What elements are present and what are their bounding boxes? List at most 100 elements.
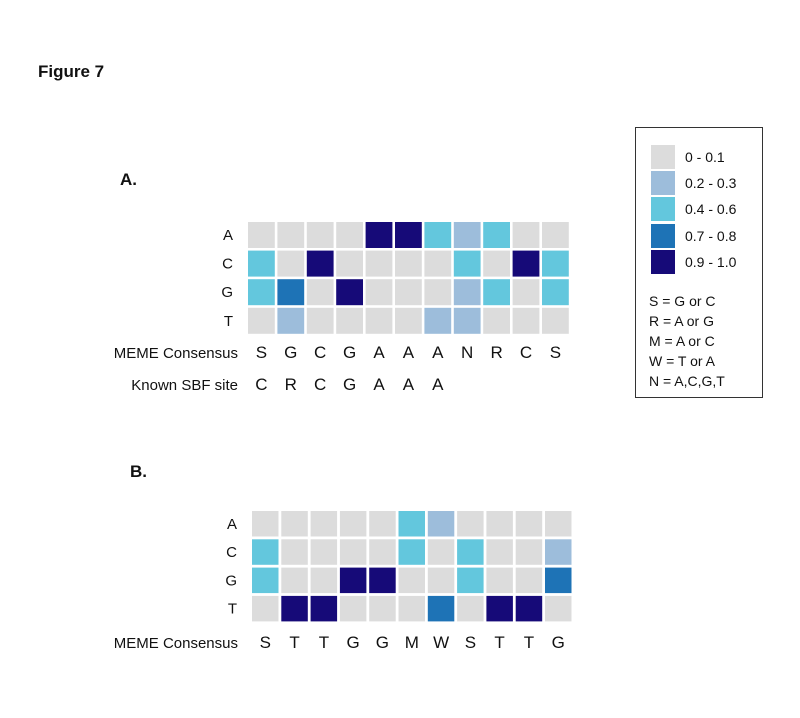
legend-swatch [651,145,675,169]
heatmap-cell [365,279,393,306]
sequence-row-label: Known SBF site [131,377,238,394]
heatmap-cell [457,567,484,594]
heatmap-cell [365,250,393,277]
heatmap-cell [515,595,543,622]
heatmap-cell [369,539,396,565]
legend-item-0-0.1: 0 - 0.1 [651,145,763,169]
sequence-row-label: MEME Consensus [114,345,238,362]
sequence-letter: T [524,633,534,652]
heatmap-cell [277,307,305,334]
row-label-c: C [226,544,237,561]
heatmap-cell [542,250,569,277]
heatmap-cell [248,307,275,334]
legend-item-0.9-1.0: 0.9 - 1.0 [651,250,763,274]
heatmap-cell [306,222,334,248]
legend-label: 0 - 0.1 [685,149,725,165]
sequence-letter: G [346,633,359,652]
legend-swatch [651,250,675,274]
legend-label: 0.2 - 0.3 [685,175,737,191]
heatmap-cell [365,222,393,248]
legend: 0 - 0.1 0.2 - 0.3 0.4 - 0.6 0.7 - 0.8 0.… [635,127,763,398]
abbreviation-m: M = A or C [649,333,715,349]
sequence-letter: S [260,633,271,652]
heatmap-cell [281,539,308,565]
legend-label: 0.7 - 0.8 [685,228,737,244]
sequence-letter: S [465,633,476,652]
heatmap-cell [453,222,481,248]
heatmap-cell [512,279,540,306]
heatmap-cell [369,511,396,537]
heatmap-cell [248,250,275,277]
heatmap-cell [248,222,275,248]
legend-item-0.2-0.3: 0.2 - 0.3 [651,171,763,195]
legend-swatch [651,224,675,248]
heatmap-cell [512,250,540,277]
heatmap-cell [542,279,569,306]
heatmap-cell [545,595,572,622]
row-label-t: T [224,313,233,330]
sequence-letter: C [255,375,267,394]
sequence-letter: G [343,375,356,394]
row-label-a: A [223,227,233,244]
heatmap-cell [545,539,572,565]
sequence-letter: R [490,343,502,362]
heatmap-cell [486,567,513,594]
panel-b-label: B. [130,462,147,481]
sequence-letter: G [552,633,565,652]
sequence-letter: T [289,633,299,652]
heatmap-cell [395,279,422,306]
legend-swatch [651,197,675,221]
legend-item-0.7-0.8: 0.7 - 0.8 [651,224,763,248]
sequence-letter: G [376,633,389,652]
sequence-letter: S [550,343,561,362]
heatmap-cell [395,250,422,277]
heatmap-cell [515,511,543,537]
heatmap-cell [424,250,452,277]
abbreviation-w: W = T or A [649,353,716,369]
heatmap-cell [427,595,455,622]
sequence-letter: T [494,633,504,652]
heatmap-cell [310,595,338,622]
sequence-letter: T [319,633,329,652]
heatmap-cell [457,595,484,622]
heatmap-cell [515,539,543,565]
sequence-letter: R [285,375,297,394]
heatmap-cell [339,567,367,594]
heatmap-cell [306,307,334,334]
heatmap-cell [515,567,543,594]
heatmap-cell [483,250,510,277]
heatmap-cell [457,539,484,565]
heatmap-cell [306,279,334,306]
heatmap-cell [339,595,367,622]
sequence-letter: G [284,343,297,362]
heatmap-cell [252,595,279,622]
heatmap-cell [248,279,275,306]
legend-label: 0.4 - 0.6 [685,201,737,217]
heatmap-cell [395,222,422,248]
heatmap-cell [545,511,572,537]
sequence-letter: N [461,343,473,362]
sequence-letter: A [373,375,385,394]
abbreviation-s: S = G or C [649,293,716,309]
heatmap-cell [398,539,425,565]
panel-a-label: A. [120,170,137,189]
legend-swatch [651,171,675,195]
sequence-letter: S [256,343,267,362]
heatmap-cell [457,511,484,537]
row-label-g: G [225,572,237,589]
row-label-t: T [228,601,237,618]
heatmap-cell [281,511,308,537]
heatmap-cell [252,539,279,565]
heatmap-cell [339,539,367,565]
heatmap-cell [336,250,363,277]
heatmap-cell [512,222,540,248]
heatmap-cell [545,567,572,594]
heatmap-cell [252,511,279,537]
sequence-letter: W [433,633,449,652]
heatmap-cell [369,567,396,594]
heatmap-cell [453,250,481,277]
heatmap-cell [277,279,305,306]
heatmap-cell [310,567,338,594]
heatmap-cell [424,279,452,306]
